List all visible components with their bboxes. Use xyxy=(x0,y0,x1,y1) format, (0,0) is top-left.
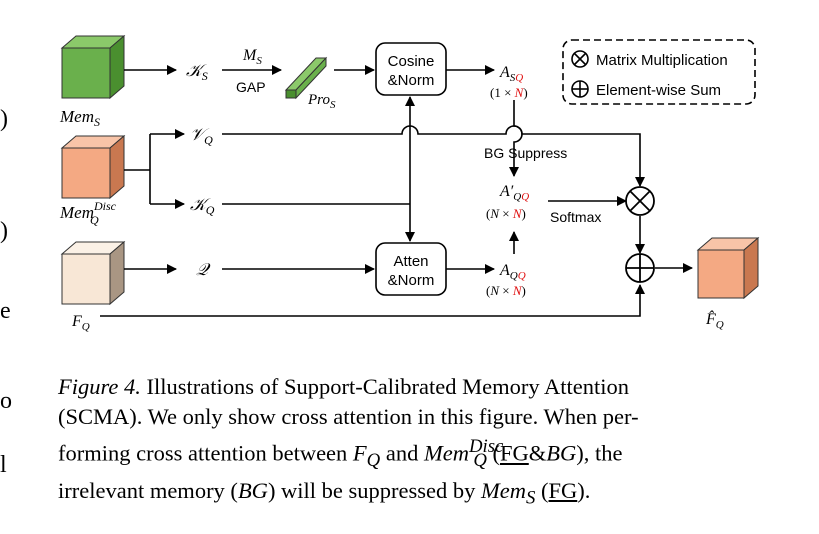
margin-char: ) xyxy=(0,218,8,244)
q-label: 𝒬 xyxy=(196,260,211,279)
softmax-label: Softmax xyxy=(550,209,601,225)
a-qq-dim: (N × N) xyxy=(486,283,526,298)
caption-text-1: Illustrations of Support-Calibrated Memo… xyxy=(146,374,629,399)
matrix-mult-icon xyxy=(571,50,589,68)
caption-line-1: Figure 4. Illustrations of Support-Calib… xyxy=(58,372,764,402)
caption-mem-sub: Q xyxy=(473,450,487,471)
elementwise-sum-node xyxy=(625,253,655,283)
caption-label: Figure 4. xyxy=(58,374,141,399)
ks-label: 𝒦S xyxy=(186,61,208,83)
cosine-label-1: Cosine xyxy=(388,53,435,70)
pro-s-bar xyxy=(284,56,328,100)
margin-char: o xyxy=(0,388,12,414)
caption-line-3: forming cross attention between FQ and M… xyxy=(58,436,623,471)
caption-mem: Mem xyxy=(423,440,469,466)
margin-char: l xyxy=(0,452,7,478)
caption-mem-s-sub: S xyxy=(526,487,536,509)
caption-amp: & xyxy=(528,440,547,466)
legend-box xyxy=(562,39,756,105)
vq-label: 𝒱Q xyxy=(190,125,213,147)
caption-fq-sub: Q xyxy=(366,450,381,471)
bg-suppress-label: BG Suppress xyxy=(484,145,567,161)
gap-label: GAP xyxy=(236,79,266,95)
a-sq-dim: (1 × N) xyxy=(490,85,528,100)
atten-label-1: Atten xyxy=(393,253,428,270)
caption-text-3a: forming cross attention between xyxy=(58,440,348,466)
caption-bg: BG xyxy=(546,440,577,466)
elementwise-sum-icon xyxy=(571,80,589,98)
arrow-asq-bgsuppress xyxy=(509,100,523,177)
scma-diagram: Matrix Multiplication Element-wise Sum xyxy=(59,34,760,333)
mem-s-label: MemS xyxy=(59,107,100,129)
caption-mem-s: Mem xyxy=(481,478,527,503)
caption-fq: F xyxy=(352,440,367,466)
margin-char: ) xyxy=(0,106,8,132)
caption-fg: FG xyxy=(500,440,529,466)
a-sq-label: ASQ xyxy=(499,64,523,84)
caption-line-2: (SCMA). We only show cross attention in … xyxy=(58,404,639,429)
a-prime-qq-dim: (N × N) xyxy=(486,206,526,221)
kq-label: 𝒦Q xyxy=(190,195,215,217)
matrix-mult-node xyxy=(625,186,655,216)
caption-bg-2: BG xyxy=(237,478,268,503)
arrow-fq-residual xyxy=(100,284,645,317)
legend-elementwise-sum: Element-wise Sum xyxy=(596,82,721,99)
figure-caption: Figure 4. Illustrations of Support-Calib… xyxy=(58,372,764,514)
arrow-vq-mult xyxy=(222,125,645,187)
caption-text-4b: ) will be suppressed by xyxy=(267,478,476,503)
legend-matrix-mult: Matrix Multiplication xyxy=(596,52,728,69)
caption-fg-2: FG xyxy=(548,478,578,503)
mem-s-cube xyxy=(60,34,126,100)
caption-text-4a: irrelevant memory ( xyxy=(58,478,238,503)
pro-s-label: ProS xyxy=(307,92,336,111)
a-prime-qq-label: A′QQ xyxy=(499,183,529,203)
caption-text-4c: ). xyxy=(577,478,591,503)
a-qq-label: AQQ xyxy=(499,262,526,282)
caption-text-3c: ), the xyxy=(576,440,623,466)
f-q-cube xyxy=(60,240,126,306)
f-q-label: FQ xyxy=(71,313,90,333)
f-q-hat-cube xyxy=(696,236,760,300)
cosine-norm-box xyxy=(375,42,447,96)
margin-char: e xyxy=(0,298,11,324)
caption-line-4: irrelevant memory (BG) will be suppresse… xyxy=(58,478,591,509)
mem-q-disc-cube xyxy=(60,134,126,200)
f-q-hat-label: F̂Q xyxy=(705,309,724,331)
cosine-label-2: &Norm xyxy=(388,72,435,89)
ms-label: MS xyxy=(242,47,262,67)
atten-label-2: &Norm xyxy=(388,272,435,289)
left-margin-fragments: ) ) e o l xyxy=(0,0,20,534)
caption-and: and xyxy=(385,440,419,466)
